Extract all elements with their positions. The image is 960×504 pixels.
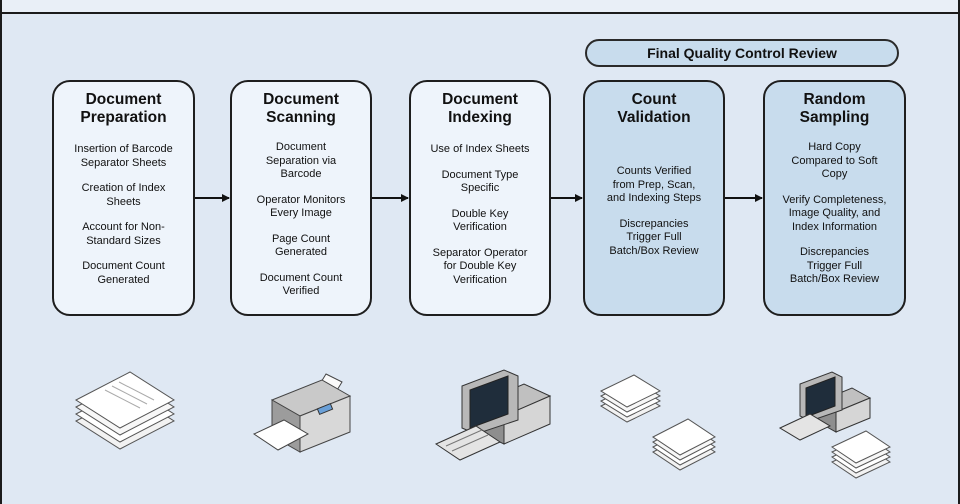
stage-item: Page Count Generated [271, 232, 331, 259]
stage-item: Separator Operator for Double Key Verifi… [432, 246, 528, 286]
paper-stack-icon [74, 371, 176, 450]
computer-with-papers-icon [778, 371, 892, 479]
stage-random-sampling: Random Sampling Hard Copy Compared to So… [763, 80, 906, 316]
stage-item: Document Type Specific [441, 168, 519, 195]
stage-item: Account for Non- Standard Sizes [82, 221, 165, 247]
stage-item: Document Separation via Barcode [265, 141, 337, 180]
stage-item: Document Count Generated [82, 260, 165, 286]
stage-title: Document Preparation [80, 91, 167, 126]
computer-icon [434, 369, 552, 461]
stage-document-indexing: Document Indexing Use of Index Sheets Do… [409, 80, 551, 316]
final-qc-banner: Final Quality Control Review [585, 39, 899, 67]
stage-item: Creation of Index Sheets [81, 182, 166, 208]
stage-document-scanning: Document Scanning Document Separation vi… [230, 80, 372, 316]
stage-item: Discrepancies Trigger Full Batch/Box Rev… [789, 246, 880, 285]
stage-title: Random Sampling [799, 91, 870, 126]
stage-item: Verify Completeness, Image Quality, and … [782, 193, 887, 233]
stage-count-validation: Count Validation Counts Verified from Pr… [583, 80, 725, 316]
stage-item: Document Count Verified [259, 271, 343, 298]
stage-title: Count Validation [617, 91, 691, 126]
stage-item: Hard Copy Compared to Soft Copy [791, 141, 878, 180]
stage-title: Document Scanning [263, 91, 339, 126]
stage-item: Insertion of Barcode Separator Sheets [74, 143, 173, 169]
stage-document-preparation: Document Preparation Insertion of Barcod… [52, 80, 195, 316]
paper-stacks-icon [599, 374, 716, 471]
stage-item: Use of Index Sheets [430, 143, 530, 155]
stage-item: Operator Monitors Every Image [256, 193, 346, 220]
stage-title: Document Indexing [442, 91, 518, 126]
stage-item: Discrepancies Trigger Full Batch/Box Rev… [609, 217, 699, 257]
stage-item: Counts Verified from Prep, Scan, and Ind… [606, 165, 702, 204]
stage-item: Double Key Verification [451, 207, 509, 234]
final-qc-label: Final Quality Control Review [647, 45, 837, 61]
scanner-icon [252, 373, 352, 453]
top-band [0, 0, 960, 14]
